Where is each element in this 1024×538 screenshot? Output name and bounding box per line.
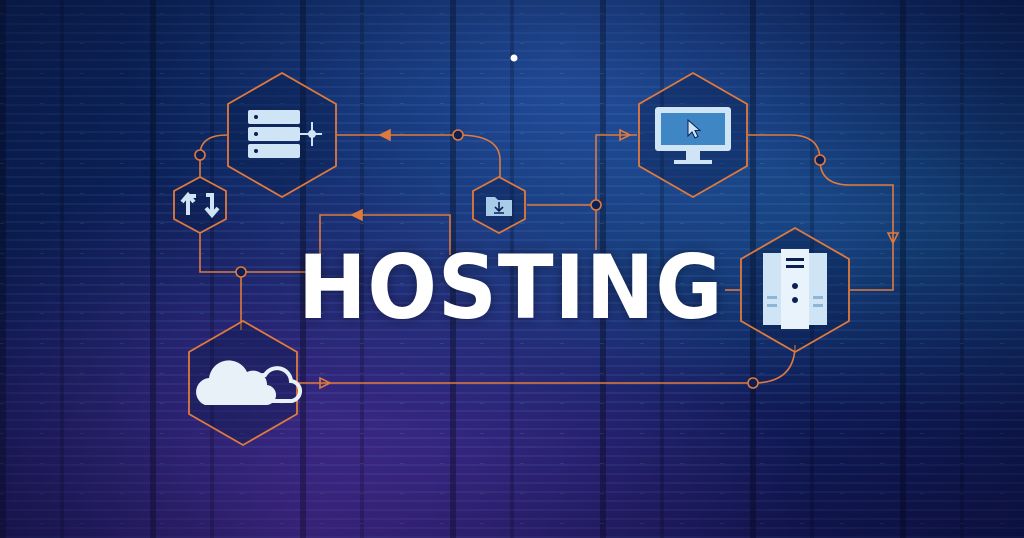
monitor-cursor-icon [655,107,731,164]
sync-hexagon [173,175,227,235]
sync-arrows-icon [180,191,220,219]
hosting-headline: HOSTING [298,236,724,339]
tower-server-icon [763,249,827,329]
junction-dots [194,129,826,389]
folder-download-icon [486,197,512,216]
light-dot [510,54,518,62]
server-stack-icon [248,110,322,158]
cloud-icon [196,360,302,406]
